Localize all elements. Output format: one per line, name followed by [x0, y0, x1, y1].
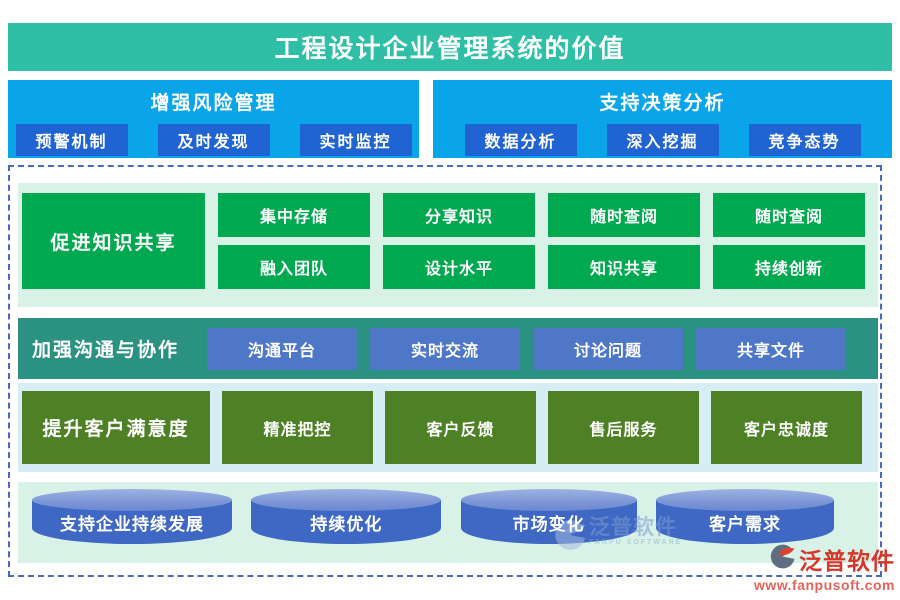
- development-cylinder: 市场变化: [460, 489, 637, 544]
- communication-label: 加强沟通与协作: [32, 340, 180, 361]
- panel-risk-title: 增强风险管理: [150, 93, 277, 114]
- customer-label: 提升客户满意度: [22, 391, 210, 464]
- customer-item: 精准把控: [222, 391, 373, 464]
- panel-decision-analysis: 支持决策分析 数据分析 深入挖掘 竞争态势: [433, 80, 892, 158]
- knowledge-item: 设计水平: [383, 245, 535, 289]
- risk-item: 及时发现: [157, 124, 270, 156]
- customer-item: 客户忠诚度: [711, 391, 862, 464]
- diagram-title: 工程设计企业管理系统的价值: [8, 23, 892, 71]
- communication-item: 讨论问题: [533, 327, 683, 370]
- knowledge-item: 集中存储: [218, 193, 370, 237]
- panel-risk-management: 增强风险管理 预警机制 及时发现 实时监控: [8, 80, 419, 158]
- knowledge-item: 持续创新: [713, 245, 865, 289]
- decision-item: 深入挖掘: [606, 124, 719, 156]
- communication-item: 实时交流: [370, 327, 520, 370]
- section-sustainable-development: 支持企业持续发展 持续优化 市场变化 客户需求: [18, 482, 878, 563]
- panel-risk-items: 预警机制 及时发现 实时监控: [8, 124, 419, 156]
- knowledge-item: 融入团队: [218, 245, 370, 289]
- communication-item: 沟通平台: [207, 327, 357, 370]
- knowledge-item: 知识共享: [548, 245, 700, 289]
- brand-url: www.fanpusoft.com: [754, 577, 895, 593]
- cylinder-label: 客户需求: [708, 514, 781, 534]
- content-dashed-border: [8, 165, 882, 577]
- knowledge-item: 随时查阅: [548, 193, 700, 237]
- section-knowledge-sharing: 促进知识共享 集中存储 分享知识 随时查阅 随时查阅 融入团队 设计水平 知识共…: [18, 183, 878, 307]
- development-cylinder: 持续优化: [251, 489, 442, 544]
- brand-name: 泛普软件: [799, 548, 895, 574]
- knowledge-item: 分享知识: [383, 193, 535, 237]
- customer-item: 售后服务: [548, 391, 699, 464]
- communication-item: 共享文件: [696, 327, 846, 370]
- decision-item: 竞争态势: [748, 124, 861, 156]
- development-cylinder: 客户需求: [655, 489, 834, 544]
- knowledge-item: 随时查阅: [713, 193, 865, 237]
- cylinder-label: 支持企业持续发展: [60, 514, 204, 534]
- risk-item: 实时监控: [299, 124, 412, 156]
- cylinder-label: 持续优化: [310, 514, 383, 534]
- risk-item: 预警机制: [15, 124, 128, 156]
- panel-decision-items: 数据分析 深入挖掘 竞争态势: [433, 124, 892, 156]
- decision-item: 数据分析: [464, 124, 577, 156]
- fanpu-logo-icon: [769, 542, 796, 576]
- knowledge-label: 促进知识共享: [22, 193, 205, 289]
- section-customer-satisfaction: 提升客户满意度 精准把控 客户反馈 售后服务 客户忠诚度: [18, 383, 878, 472]
- cylinder-label: 市场变化: [512, 514, 585, 534]
- development-cylinder: 支持企业持续发展: [32, 489, 232, 544]
- panel-decision-title: 支持决策分析: [599, 93, 726, 114]
- fanpu-brand: 泛普软件 www.fanpusoft.com: [754, 542, 895, 593]
- customer-item: 客户反馈: [385, 391, 536, 464]
- section-communication: 加强沟通与协作 沟通平台 实时交流 讨论问题 共享文件: [18, 318, 878, 379]
